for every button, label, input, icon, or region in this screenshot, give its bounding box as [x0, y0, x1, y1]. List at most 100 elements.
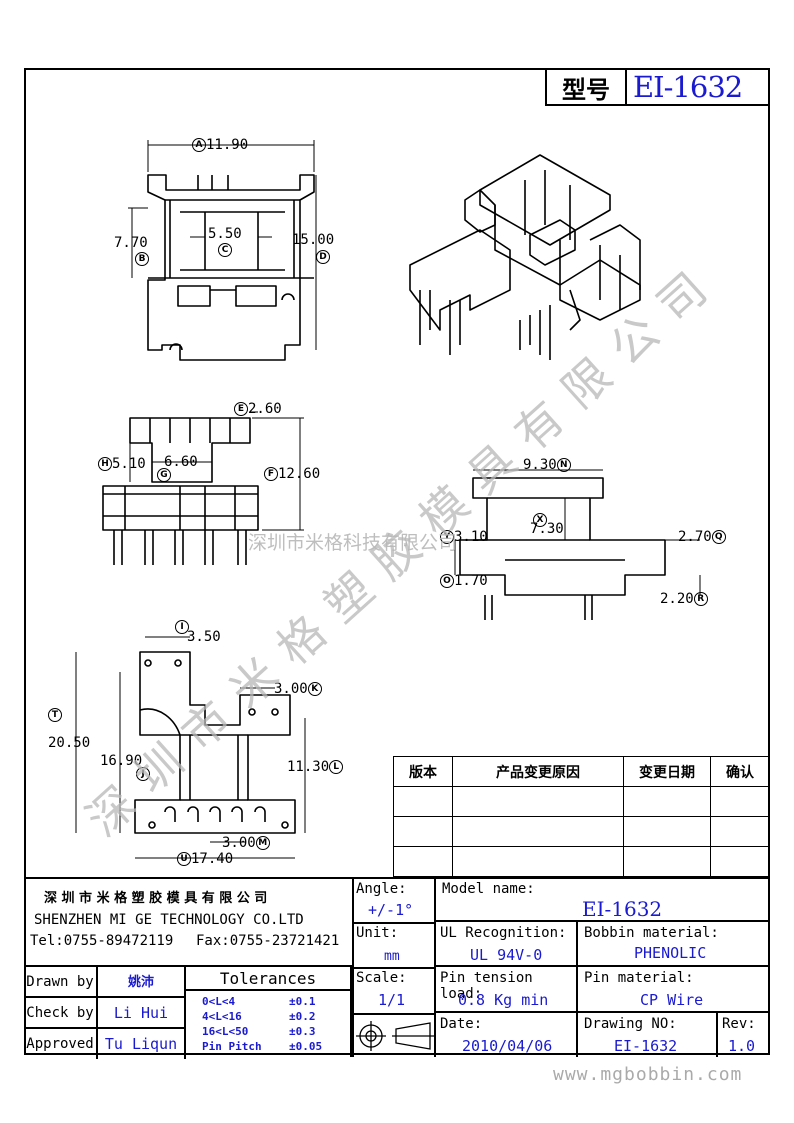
drawing-no-label: Drawing NO:: [584, 1016, 677, 1032]
drawn-by-value: 姚沛: [98, 967, 186, 998]
rev-value: 1.0: [728, 1037, 756, 1055]
side-view: [102, 411, 304, 565]
angle-value: +/-1°: [368, 901, 414, 919]
tolerances-values: ±0.1 ±0.2 ±0.3 ±0.05: [289, 994, 322, 1054]
model-name-value: EI-1632: [582, 897, 663, 921]
check-by-value: Li Hui: [98, 998, 186, 1029]
spec-column-left: Angle: +/-1° Unit: mm Scale: 1/1: [352, 879, 436, 1057]
projection-symbol-icon: [356, 1021, 434, 1051]
model-number: EI-1632: [633, 70, 743, 104]
revision-header-date: 变更日期: [623, 756, 711, 787]
unit-value: mm: [384, 949, 400, 964]
pin-tension-value: 0.8 Kg min: [458, 991, 549, 1009]
dim-t-letter: T: [48, 708, 62, 722]
title-block: 深 圳 市 米 格 塑 胶 模 具 有 限 公 司 SHENZHEN MI GE…: [24, 877, 770, 1059]
company-name-en: SHENZHEN MI GE TECHNOLOGY CO.LTD: [34, 912, 304, 928]
revision-header-confirm: 确认: [710, 756, 770, 787]
dim-x-letter: X: [533, 513, 547, 527]
table-row: [393, 846, 770, 877]
model-title-box: 型号 EI-1632: [545, 68, 770, 106]
watermark-horizontal: 深圳市米格科技有限公司: [248, 532, 458, 554]
bobbin-cell: Bobbin material: PHENOLIC: [578, 922, 770, 967]
tolerance-value-3: ±0.05: [289, 1040, 323, 1053]
dim-g: 6.60: [164, 454, 198, 470]
check-by-label: Check by: [24, 998, 98, 1029]
date-cell: Date: 2010/04/06: [434, 1013, 578, 1057]
dim-c: 5.50: [208, 226, 242, 242]
date-value: 2010/04/06: [462, 1037, 553, 1055]
tolerances-title: Tolerances: [186, 967, 350, 991]
dim-c-letter: C: [218, 243, 232, 257]
company-fax: Fax:0755-23721421: [196, 933, 340, 949]
tolerances-block: Tolerances 0<L<4 4<L<16 16<L<50 Pin Pitc…: [186, 965, 352, 1057]
dim-j-letter: J: [136, 767, 150, 781]
model-name-label: Model name:: [442, 881, 535, 897]
date-label: Date:: [440, 1016, 483, 1032]
tolerance-range-1: 4<L<16: [202, 1010, 242, 1023]
approved-value: Tu Liqun: [98, 1029, 186, 1059]
pin-tension-cell: Pin tension load: 0.8 Kg min: [434, 967, 578, 1013]
ul-value: UL 94V-0: [470, 946, 543, 964]
unit-label: Unit:: [356, 925, 399, 941]
front-view: [454, 469, 701, 620]
signoff-values: 姚沛 Li Hui Tu Liqun: [98, 965, 186, 1059]
pin-material-label: Pin material:: [584, 970, 694, 986]
tolerance-range-0: 0<L<4: [202, 995, 236, 1008]
tolerance-value-2: ±0.3: [289, 1025, 316, 1038]
dim-i-letter: I: [175, 620, 189, 634]
rev-cell: Rev: 1.0: [718, 1013, 770, 1057]
dim-j: 16.90: [100, 753, 143, 769]
approved-label: Approved: [24, 1029, 98, 1059]
revision-header-reason: 产品变更原因: [452, 756, 624, 787]
bobbin-label: Bobbin material:: [584, 925, 719, 941]
pin-tension-label: Pin tension load:: [440, 970, 533, 1002]
tolerance-value-0: ±0.1: [289, 995, 316, 1008]
tolerances-ranges: 0<L<4 4<L<16 16<L<50 Pin Pitch: [202, 994, 262, 1054]
isometric-view: [409, 154, 641, 360]
ul-cell: UL Recognition: UL 94V-0: [434, 922, 578, 967]
top-view: [128, 140, 317, 361]
tolerance-value-1: ±0.2: [289, 1010, 316, 1023]
dim-d: 15.00: [292, 232, 335, 248]
scale-value: 1/1: [378, 991, 406, 1009]
drawing-no-value: EI-1632: [614, 1037, 678, 1055]
rev-label: Rev:: [722, 1016, 756, 1032]
revision-table: 版本 产品变更原因 变更日期 确认: [393, 756, 770, 877]
dim-i: 3.50: [187, 629, 221, 645]
dim-g-letter: G: [157, 468, 171, 482]
table-row: [393, 786, 770, 817]
dim-x: 7.30: [530, 521, 564, 537]
dim-b-letter: B: [135, 252, 149, 266]
tolerance-range-3: Pin Pitch: [202, 1040, 262, 1053]
bottom-view: [75, 636, 306, 859]
signoff-labels: Drawn by Check by Approved: [24, 965, 98, 1059]
model-label: 型号: [547, 70, 627, 104]
pin-material-cell: Pin material: CP Wire: [578, 967, 770, 1013]
model-name-cell: Model name: EI-1632: [434, 879, 770, 922]
dim-d-letter: D: [316, 250, 330, 264]
ul-label: UL Recognition:: [440, 925, 567, 941]
drawn-by-label: Drawn by: [24, 967, 98, 998]
revision-header-version: 版本: [393, 756, 453, 787]
angle-label: Angle:: [356, 881, 407, 897]
dim-b: 7.70: [114, 235, 148, 251]
drawing-no-cell: Drawing NO: EI-1632: [578, 1013, 718, 1057]
table-row: [393, 816, 770, 847]
bobbin-value: PHENOLIC: [634, 944, 707, 962]
pin-material-value: CP Wire: [640, 991, 704, 1009]
scale-label: Scale:: [356, 970, 407, 986]
drawing-frame: [24, 68, 770, 1055]
dim-t: 20.50: [48, 735, 91, 751]
